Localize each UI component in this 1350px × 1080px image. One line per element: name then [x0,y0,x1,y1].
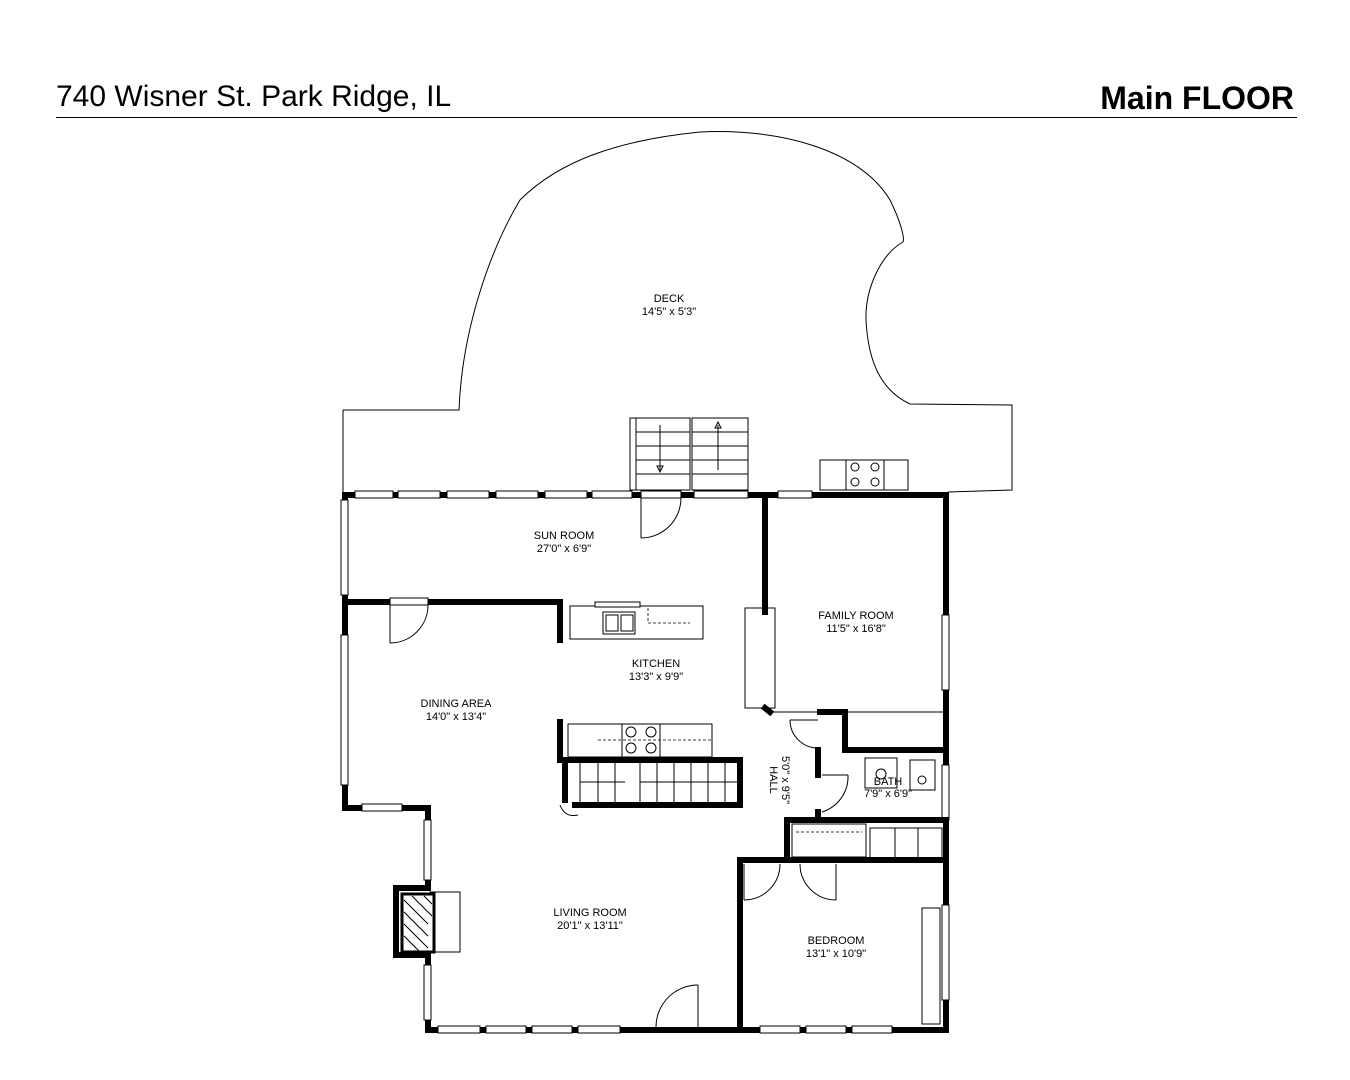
svg-text:13'3" x 9'9": 13'3" x 9'9" [629,671,683,683]
right-windows [941,614,950,1001]
svg-text:SUN ROOM: SUN ROOM [534,530,595,542]
svg-text:14'0" x 13'4": 14'0" x 13'4" [426,711,486,723]
living-room-label: LIVING ROOM 20'1" x 13'11" [553,907,626,932]
svg-text:5'0" x 9'5": 5'0" x 9'5" [779,756,791,804]
kitchen-upper-counter [569,601,704,640]
svg-text:14'5" x 5'3": 14'5" x 5'3" [642,306,696,318]
sunroom-label: SUN ROOM 27'0" x 6'9" [534,530,595,555]
svg-text:HALL: HALL [767,766,779,794]
interior-stairs [559,763,738,816]
svg-text:11'5" x 16'8": 11'5" x 16'8" [826,623,886,635]
bedroom-label: BEDROOM 13'1" x 10'9" [806,935,866,960]
deck-stairs-left [629,417,691,491]
svg-text:BATH: BATH [874,776,903,788]
family-door[interactable] [789,719,819,749]
dining-door[interactable] [389,597,429,644]
svg-text:KITCHEN: KITCHEN [632,658,680,670]
deck-grill [819,459,909,491]
svg-text:20'1" x 13'11": 20'1" x 13'11" [557,920,623,932]
hall-label: HALL 5'0" x 9'5" [767,756,791,804]
svg-text:27'0" x 6'9": 27'0" x 6'9" [537,543,591,555]
bedroom-door-2[interactable] [799,863,837,901]
svg-text:BEDROOM: BEDROOM [808,935,865,947]
header-rule [56,117,1297,118]
svg-text:13'1" x 10'9": 13'1" x 10'9" [806,948,866,960]
kitchen-label: KITCHEN 13'3" x 9'9" [629,658,683,683]
svg-text:LIVING ROOM: LIVING ROOM [553,907,626,919]
dining-label: DINING AREA 14'0" x 13'4" [421,698,493,723]
family-room-label: FAMILY ROOM 11'5" x 16'8" [818,610,893,635]
deck-stairs-right [691,417,749,491]
family-builtin [744,607,776,709]
svg-text:DINING AREA: DINING AREA [421,698,493,710]
deck-outline [343,131,1013,493]
bath-label: BATH 7'9" x 6'9" [864,776,912,800]
left-windows [340,499,432,1021]
sunroom-windows [354,490,813,499]
address-title: 740 Wisner St. Park Ridge, IL [56,80,452,113]
deck-label: DECK 14'5" x 5'3" [642,293,696,318]
closet [791,823,943,859]
svg-text:7'9" x 6'9": 7'9" x 6'9" [864,788,912,800]
bath-door[interactable] [821,774,849,813]
bottom-windows [437,1025,893,1034]
bath-fixtures [864,757,936,791]
interior-walls [342,492,949,1033]
living-door[interactable] [655,984,699,1030]
svg-text:DECK: DECK [654,293,685,305]
svg-text:FAMILY ROOM: FAMILY ROOM [818,610,893,622]
fireplace [400,891,461,954]
bedroom-door-1[interactable] [743,863,781,901]
floor-title: Main FLOOR [1100,80,1294,116]
sunroom-door[interactable] [640,490,682,539]
bedroom-dresser [921,907,941,1025]
kitchen-lower-counter [567,723,713,758]
